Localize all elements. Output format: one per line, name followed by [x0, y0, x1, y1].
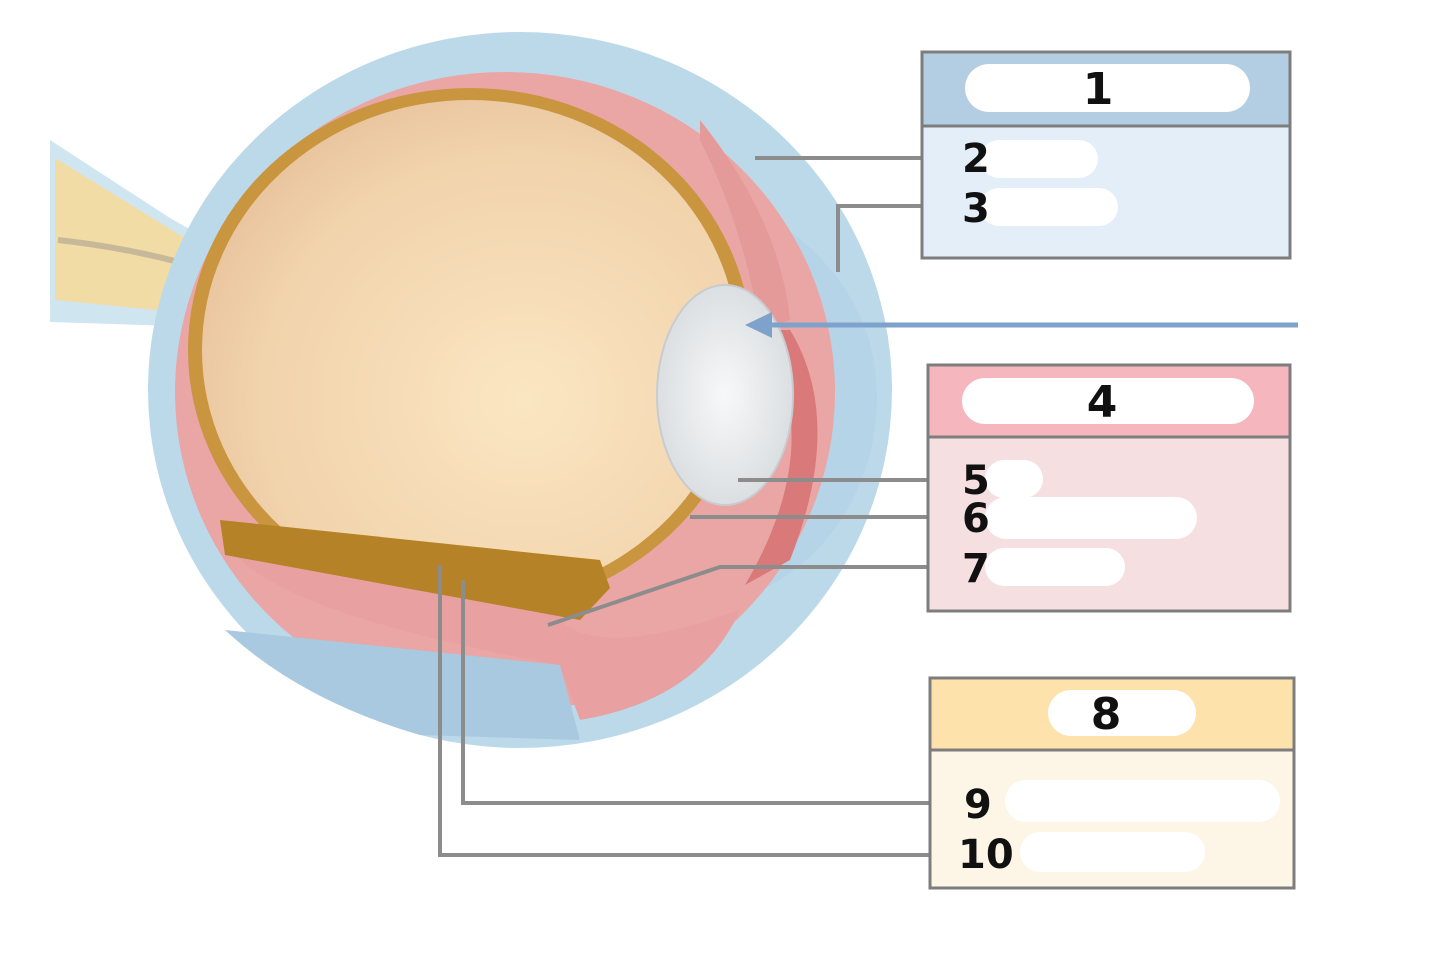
label-box-4: 4 5 6 7 [926, 363, 1292, 613]
box-8-item-9-mask [1005, 780, 1280, 822]
box-8-title: 8 [1091, 689, 1122, 740]
box-1-item-3: 3 [962, 186, 990, 232]
box-4-item-6: 6 [962, 496, 990, 542]
box-4-item-6-mask [985, 497, 1197, 539]
box-4-header-mask [962, 378, 1254, 424]
leader-10 [438, 565, 955, 857]
box-4-item-7-mask [985, 548, 1125, 586]
box-4-item-5: 5 [962, 458, 990, 504]
ciliary-body [700, 120, 790, 330]
cutaway-retina [220, 520, 610, 620]
vitreous-body [202, 100, 738, 600]
box-8-item-10-mask [1020, 832, 1205, 872]
label-box-8: 8 9 10 [928, 676, 1296, 890]
leader-9 [461, 580, 955, 805]
box-4-title: 4 [1087, 377, 1118, 428]
iris [745, 330, 818, 585]
box-4-item-5-mask [985, 460, 1043, 498]
leader-7 [547, 565, 955, 627]
box-8-item-9: 9 [964, 782, 992, 828]
box-1-header-mask [965, 64, 1250, 112]
label-box-1: 1 2 3 [920, 50, 1292, 260]
lens [656, 284, 794, 506]
box-1-item-3-mask [980, 188, 1118, 226]
box-1-title: 1 [1083, 64, 1114, 115]
box-1-item-2: 2 [962, 136, 990, 182]
box-8-item-10: 10 [958, 832, 1014, 878]
box-8-header-mask [1048, 690, 1196, 736]
leader-3 [836, 204, 955, 272]
cutaway-sclera [225, 630, 580, 740]
leader-lines [438, 156, 955, 857]
lens-arrow [745, 312, 1298, 338]
cutaway-choroid [225, 540, 740, 720]
box-4-item-7: 7 [962, 546, 990, 592]
box-1-item-2-mask [980, 140, 1098, 178]
